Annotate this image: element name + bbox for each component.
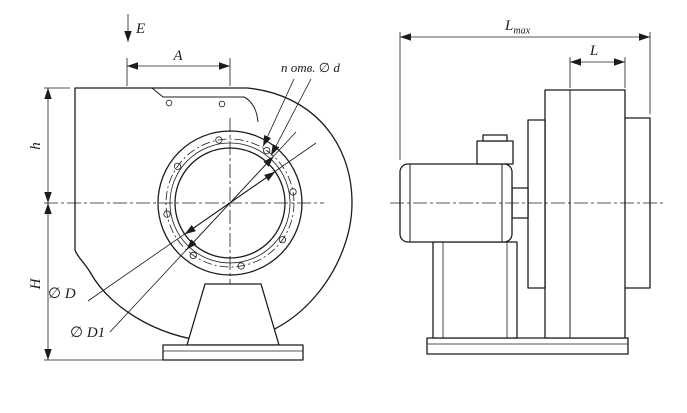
dim-h-label: h	[28, 142, 44, 150]
base-plate-front	[162, 344, 304, 361]
outlet-tongue-line	[151, 87, 259, 123]
motor-stand	[432, 241, 518, 339]
view-arrow-label: E	[135, 21, 145, 37]
inlet-bore-circle	[174, 147, 286, 259]
bolt-hole	[263, 147, 271, 155]
bolt-hole	[163, 210, 171, 218]
dim-lmax-subscript: max	[513, 26, 530, 37]
bolt-holes	[163, 136, 297, 270]
mount-partition	[527, 119, 546, 289]
dim-d-label: ∅ D	[48, 286, 76, 302]
bolt-circle	[165, 138, 295, 268]
dim-lmax-label: Lmax	[504, 18, 531, 37]
dim-a-label: A	[172, 48, 183, 64]
bolt-hole	[278, 236, 286, 244]
holes-leader-1	[262, 78, 295, 147]
dim-H-label: H	[28, 277, 44, 290]
base-plate-side	[426, 337, 629, 355]
dim-d1-arrow-2	[229, 155, 274, 204]
holes-leader-2	[270, 78, 312, 156]
inlet-flange-outer-circle	[157, 130, 303, 276]
side-view: Lmax L	[390, 18, 664, 355]
bolt-hole	[174, 162, 182, 170]
dim-d-arrow-1	[184, 202, 231, 235]
bolt-hole	[237, 262, 245, 270]
terminal-box-cap	[482, 134, 508, 142]
flange-rivet-hole-left	[165, 99, 173, 107]
inlet-ring-circle	[169, 142, 291, 264]
bolt-hole	[189, 251, 197, 259]
front-view: E A n отв. ∅ d h H ∅ D ∅ D1	[28, 14, 353, 361]
pedestal	[186, 283, 280, 346]
dim-d-arrow-2	[229, 171, 276, 204]
dim-d1-label: ∅ D1	[70, 325, 105, 341]
dim-l-label: L	[589, 43, 598, 59]
fan-housing	[544, 89, 626, 339]
terminal-box	[476, 140, 514, 165]
holes-note-label: n отв. ∅ d	[281, 60, 340, 75]
flange-rivet-hole-right	[218, 100, 226, 108]
bolt-hole	[289, 188, 297, 196]
bolt-hole	[215, 136, 223, 144]
dim-lmax-base: L	[504, 18, 513, 34]
dim-d1-arrow-1	[186, 202, 231, 251]
